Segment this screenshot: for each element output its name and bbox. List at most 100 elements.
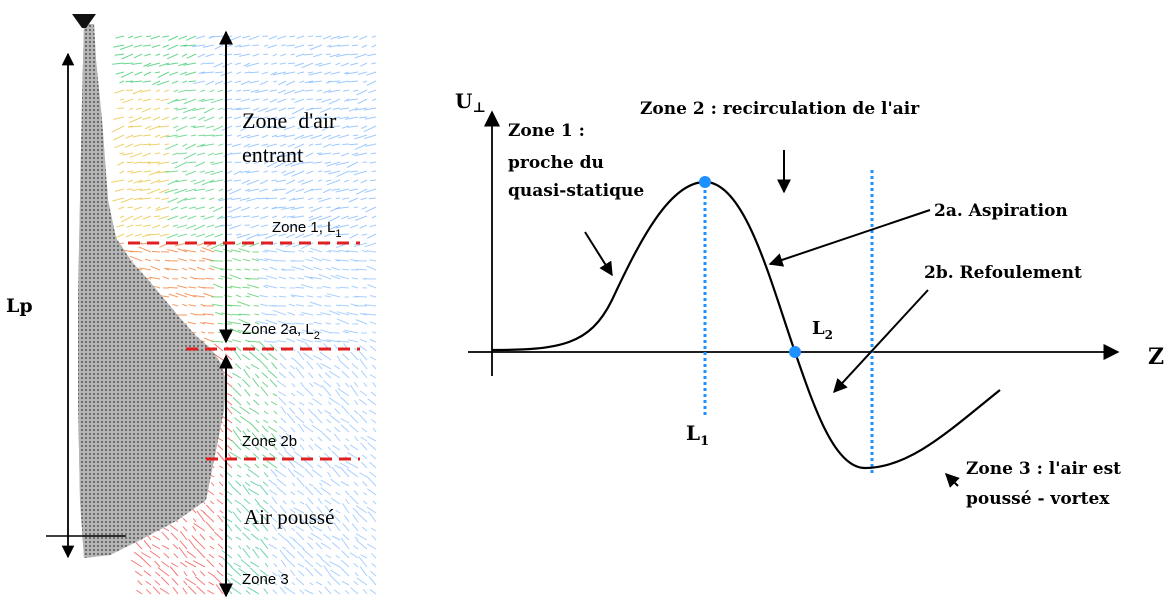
- field-arrow: [295, 63, 305, 66]
- field-arrow: [309, 216, 313, 218]
- field-arrow: [360, 391, 367, 396]
- field-arrow: [214, 153, 223, 155]
- field-arrow: [354, 581, 358, 585]
- field-arrow: [213, 126, 223, 131]
- field-arrow: [367, 544, 376, 549]
- field-arrow: [242, 287, 250, 288]
- field-arrow: [211, 483, 214, 486]
- field-arrow: [161, 99, 169, 101]
- field-arrow: [273, 296, 277, 297]
- field-arrow: [163, 153, 169, 155]
- field-arrow: [296, 287, 305, 288]
- field-arrow: [280, 587, 286, 594]
- field-arrow: [213, 63, 223, 67]
- field-arrow: [255, 374, 259, 378]
- field-arrow: [227, 234, 232, 235]
- field-arrow: [260, 81, 268, 85]
- field-arrow: [129, 117, 133, 118]
- field-arrow: [287, 45, 296, 46]
- field-arrow: [187, 54, 196, 58]
- field-arrow: [193, 519, 196, 523]
- field-arrow: [296, 532, 304, 540]
- field-arrow: [250, 423, 259, 432]
- field-arrow: [132, 63, 142, 64]
- field-arrow: [237, 135, 241, 136]
- field-arrow: [361, 443, 368, 450]
- field-arrow: [373, 428, 376, 432]
- field-arrow: [331, 267, 340, 270]
- field-arrow: [281, 418, 286, 423]
- field-arrow: [262, 373, 268, 379]
- field-arrow: [173, 544, 178, 549]
- field-arrow: [117, 162, 124, 165]
- field-arrow: [369, 198, 376, 199]
- field-arrow: [369, 512, 377, 522]
- zone-air-entrant-label-1: Zone d'air: [242, 108, 337, 133]
- field-arrow: [122, 54, 133, 59]
- field-arrow: [209, 268, 214, 270]
- field-arrow: [352, 371, 358, 378]
- field-arrow: [231, 250, 241, 252]
- field-arrow: [298, 564, 305, 567]
- field-arrow: [359, 399, 367, 405]
- field-arrow: [339, 305, 349, 306]
- field-arrow: [205, 234, 214, 237]
- field-arrow: [340, 463, 349, 468]
- field-arrow: [259, 485, 268, 495]
- field-arrow: [181, 277, 187, 279]
- field-arrow: [353, 546, 358, 549]
- field-arrow: [339, 360, 349, 369]
- field-arrow: [311, 533, 322, 540]
- field-arrow: [214, 250, 223, 252]
- field-arrow: [233, 397, 241, 405]
- field-arrow: [237, 475, 241, 477]
- field-arrow: [191, 126, 196, 127]
- field-arrow: [262, 426, 268, 432]
- field-arrow: [308, 409, 313, 414]
- field-arrow: [250, 481, 259, 486]
- zone3-pointer: [946, 474, 958, 486]
- field-arrow: [236, 295, 241, 297]
- l1-label: L1: [686, 421, 709, 449]
- field-arrow: [218, 108, 223, 110]
- field-arrow: [172, 162, 178, 164]
- field-arrow: [242, 355, 250, 360]
- field-arrow: [303, 353, 313, 360]
- field-arrow: [340, 567, 349, 576]
- field-arrow: [366, 72, 376, 75]
- field-arrow: [206, 522, 214, 531]
- field-arrow: [353, 36, 358, 38]
- field-arrow: [135, 225, 142, 226]
- field-arrow: [162, 225, 169, 228]
- field-arrow: [310, 438, 313, 441]
- field-arrow: [341, 538, 349, 549]
- field-arrow: [200, 171, 205, 172]
- field-arrow: [360, 346, 367, 351]
- field-arrow: [265, 563, 268, 567]
- field-arrow: [287, 339, 295, 343]
- field-arrow: [349, 54, 358, 55]
- field-arrow: [183, 527, 187, 531]
- field-arrow: [330, 415, 340, 423]
- field-arrow: [143, 81, 151, 82]
- field-arrow: [134, 207, 142, 210]
- field-arrow: [289, 372, 295, 378]
- field-arrow: [251, 216, 259, 218]
- field-arrow: [272, 497, 277, 504]
- field-arrow: [314, 382, 322, 387]
- field-arrow: [361, 462, 367, 468]
- field-arrow: [206, 81, 215, 85]
- field-arrow: [182, 171, 187, 172]
- field-arrow: [155, 561, 160, 567]
- field-arrow: [310, 383, 313, 387]
- field-arrow: [308, 198, 313, 200]
- field-arrow: [204, 117, 214, 121]
- field-arrow: [350, 445, 358, 450]
- field-arrow: [146, 234, 160, 235]
- field-arrow: [120, 81, 125, 83]
- field-arrow: [153, 117, 160, 120]
- field-arrow: [143, 216, 151, 219]
- field-arrow: [309, 484, 313, 486]
- field-arrow: [198, 54, 205, 57]
- field-arrow: [289, 278, 295, 280]
